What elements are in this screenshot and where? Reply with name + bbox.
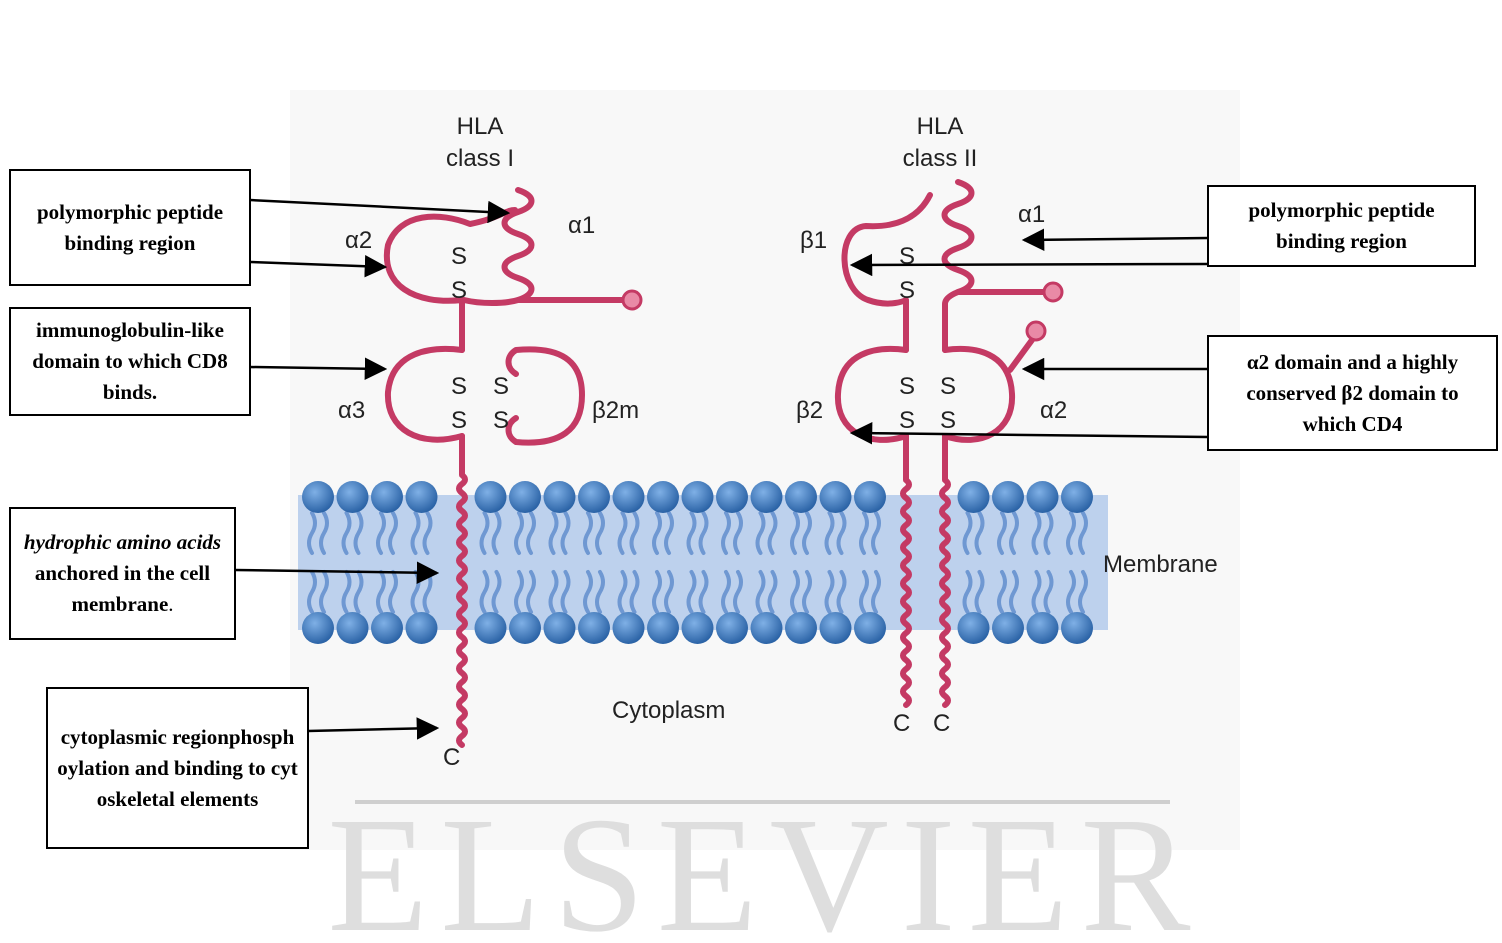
lipid-head	[371, 481, 403, 513]
lipid-heads-top	[302, 481, 1093, 513]
class1-glycan-circle	[623, 291, 641, 309]
class1-c-terminus: C	[443, 744, 460, 771]
class2-beta2-label: β2	[796, 397, 823, 424]
lipid-head	[751, 612, 783, 644]
lipid-head	[820, 481, 852, 513]
lipid-head	[716, 481, 748, 513]
disulfide-s-9: S	[899, 373, 915, 400]
class2-title-line1: HLA	[917, 113, 964, 140]
lipid-head	[475, 481, 507, 513]
class1-alpha1-label: α1	[568, 212, 595, 239]
lipid-head	[544, 612, 576, 644]
lipid-head	[1061, 612, 1093, 644]
class2-glycan-circle-1	[1044, 283, 1062, 301]
disulfide-s-1: S	[451, 243, 467, 270]
callout-right-peptide-binding: polymorphic peptide binding region	[1207, 185, 1476, 267]
lipid-head	[820, 612, 852, 644]
lipid-head	[578, 481, 610, 513]
lipid-head	[406, 481, 438, 513]
lipid-head	[751, 481, 783, 513]
class1-title-line2: class I	[446, 145, 514, 172]
callout-left-hydrophic-rest: anchored in the cell membrane	[35, 561, 210, 616]
class2-alpha2-label: α2	[1040, 397, 1067, 424]
disulfide-s-2: S	[451, 277, 467, 304]
lipid-head	[302, 612, 334, 644]
class2-glycan-circle-2	[1027, 322, 1045, 340]
lipid-head	[716, 612, 748, 644]
callout-right-alpha2-domain-text: α2 domain and a highly conserved β2 doma…	[1217, 347, 1488, 440]
class2-title-line2: class II	[903, 145, 978, 172]
lipid-head	[958, 481, 990, 513]
lipid-head	[371, 612, 403, 644]
lipid-head	[682, 481, 714, 513]
lipid-head	[682, 612, 714, 644]
class2-c-terminus-1: C	[893, 710, 910, 737]
lipid-head	[475, 612, 507, 644]
lipid-head	[613, 481, 645, 513]
cytoplasm-label: Cytoplasm	[612, 697, 725, 724]
callout-right-peptide-binding-text: polymorphic peptide binding region	[1217, 195, 1466, 257]
lipid-head	[578, 612, 610, 644]
lipid-head	[509, 612, 541, 644]
callout-left-hydrophic: hydrophic amino acids anchored in the ce…	[9, 507, 236, 640]
callout-left-hydrophic-period: .	[168, 592, 173, 616]
watermark-bg	[290, 90, 1240, 850]
lipid-head	[509, 481, 541, 513]
lipid-head	[854, 612, 886, 644]
callout-left-immunoglobulin-text: immunoglobulin-like domain to which CD8 …	[19, 315, 241, 408]
class1-b2m-label: β2m	[592, 397, 639, 424]
lipid-head	[958, 612, 990, 644]
disulfide-s-10: S	[899, 407, 915, 434]
disulfide-s-5: S	[493, 373, 509, 400]
callout-left-immunoglobulin: immunoglobulin-like domain to which CD8 …	[9, 307, 251, 416]
disulfide-s-4: S	[451, 407, 467, 434]
lipid-head	[337, 612, 369, 644]
lipid-head	[854, 481, 886, 513]
lipid-head	[406, 612, 438, 644]
lipid-head	[992, 612, 1024, 644]
lipid-head	[1027, 481, 1059, 513]
lipid-head	[544, 481, 576, 513]
lipid-head	[992, 481, 1024, 513]
lipid-head	[785, 481, 817, 513]
class2-beta1-label: β1	[800, 227, 827, 254]
arrow-right-peptide-2	[852, 264, 1208, 265]
callout-right-alpha2-domain: α2 domain and a highly conserved β2 doma…	[1207, 335, 1498, 451]
disulfide-s-8: S	[899, 277, 915, 304]
lipid-head	[1027, 612, 1059, 644]
lipid-head	[785, 612, 817, 644]
disulfide-s-3: S	[451, 373, 467, 400]
class2-alpha1-label: α1	[1018, 201, 1045, 228]
disulfide-s-11: S	[940, 373, 956, 400]
disulfide-s-12: S	[940, 407, 956, 434]
class1-transmembrane-tail	[459, 436, 465, 745]
cell-membrane	[298, 481, 1108, 644]
class2-c-terminus-2: C	[933, 710, 950, 737]
lipid-head	[613, 612, 645, 644]
lipid-head	[647, 612, 679, 644]
callout-left-cytoplasmic-text: cytoplasmic regionphosphoylation and bin…	[56, 722, 299, 815]
class1-title-line1: HLA	[457, 113, 504, 140]
lipid-head	[1061, 481, 1093, 513]
callout-left-peptide-binding: polymorphic peptide binding region	[9, 169, 251, 286]
callout-left-cytoplasmic: cytoplasmic regionphosphoylation and bin…	[46, 687, 309, 849]
class1-alpha3-label: α3	[338, 397, 365, 424]
callout-left-hydrophic-italic: hydrophic amino acids	[24, 530, 221, 554]
membrane-label: Membrane	[1103, 551, 1218, 578]
lipid-head	[337, 481, 369, 513]
lipid-head	[647, 481, 679, 513]
disulfide-s-6: S	[493, 407, 509, 434]
callout-left-peptide-binding-text: polymorphic peptide binding region	[19, 197, 241, 259]
lipid-head	[302, 481, 334, 513]
callout-left-hydrophic-text: hydrophic amino acids anchored in the ce…	[19, 527, 226, 620]
class1-alpha2-label: α2	[345, 227, 372, 254]
lipid-heads-bottom	[302, 612, 1093, 644]
watermark-text: ELSEVIER	[327, 783, 1202, 943]
